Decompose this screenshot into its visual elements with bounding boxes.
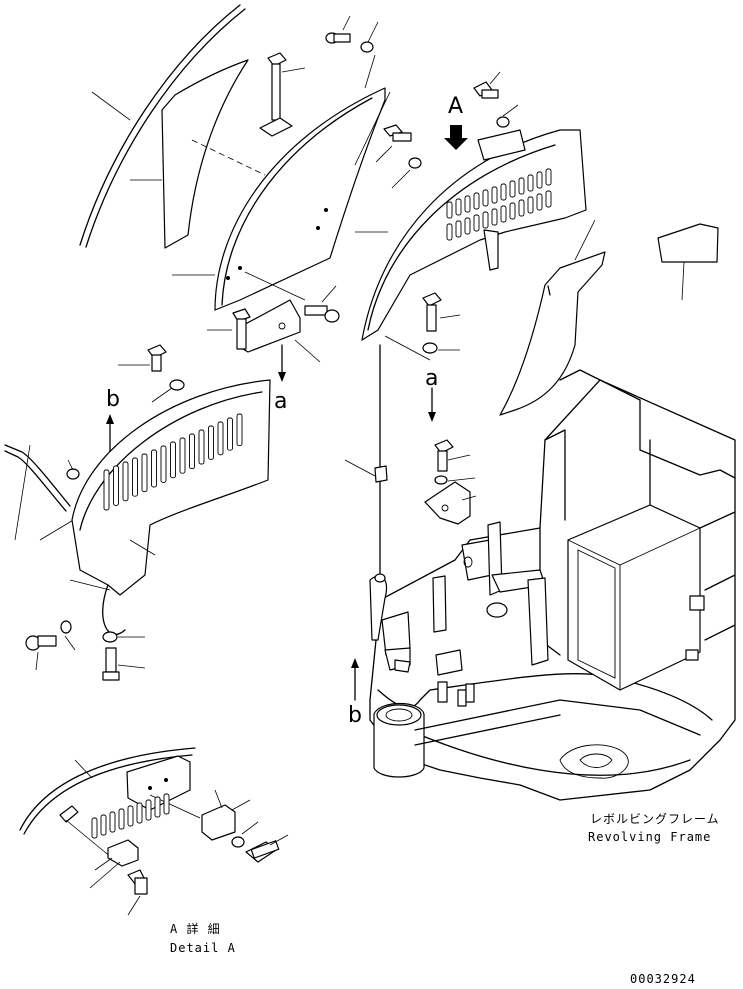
grille-slot (145, 799, 152, 821)
filler-plate-top (130, 59, 266, 249)
grille-slot (500, 205, 507, 223)
grille-slot (236, 413, 243, 447)
grille-slot (160, 445, 167, 483)
bolt-top-2 (325, 15, 351, 44)
grille-slot (536, 193, 543, 211)
arrow-a-left: a (274, 344, 287, 414)
view-a-label: A (448, 94, 463, 119)
bolt-left-bracket (207, 308, 251, 350)
seal-strip-top (79, 4, 246, 248)
grille-slot (170, 441, 176, 479)
grille-slot (154, 796, 161, 818)
grille-slot (141, 453, 148, 493)
cover-top-left (172, 87, 386, 363)
small-plate-right (657, 223, 719, 301)
bolt-bottom-left (25, 620, 76, 671)
washer-lower-center (434, 475, 476, 485)
grille-slot (482, 211, 489, 229)
grille-slot (545, 168, 552, 186)
frame-caption-en: Revolving Frame (588, 830, 711, 844)
grille-slot (464, 217, 471, 235)
drawing-number: 00032924 (630, 972, 696, 986)
grille-slot (189, 433, 195, 470)
grille-slot (227, 417, 233, 451)
grille-slot (527, 174, 534, 192)
grille-slot (91, 817, 98, 839)
washer-center-top (391, 157, 422, 189)
grille-slot (109, 811, 116, 833)
washer-top-2 (360, 21, 379, 53)
arrow-b-bottom-label: b (348, 703, 362, 728)
grille-slots-right (446, 168, 552, 241)
grille-slot (136, 802, 143, 824)
washer-center-mid (422, 342, 460, 354)
grille-slot (127, 805, 134, 827)
grille-slot (473, 192, 480, 210)
detail-a-view (19, 747, 289, 916)
grille-slot (491, 208, 498, 226)
grille-slot (455, 220, 462, 238)
detail-caption-jp: A 詳 細 (170, 921, 221, 936)
grille-slot (527, 196, 534, 214)
washer-bottom-left (102, 631, 145, 643)
grille-slot (208, 425, 214, 460)
arrow-b-bottom: b (348, 658, 362, 728)
grille-slot (446, 223, 453, 241)
arrow-a-left-label: a (274, 389, 287, 414)
grille-slot (118, 808, 125, 830)
grille-slot (163, 793, 170, 815)
grille-slot (509, 202, 516, 220)
grille-slot (113, 465, 119, 506)
grille-slot (217, 421, 224, 456)
bolt-vertical-bottom-left (102, 647, 146, 681)
grille-slot (518, 199, 525, 217)
arrow-b-top-label: b (106, 387, 120, 412)
bolt-top-1 (259, 52, 306, 137)
bolt-top-right (473, 71, 501, 99)
grille-slot (545, 190, 552, 208)
bolt-mid-left (118, 344, 167, 372)
detail-caption-en: Detail A (170, 941, 236, 955)
bolt-center-mid (422, 292, 461, 332)
grille-slot (518, 177, 525, 195)
revolving-frame (369, 369, 736, 801)
arrow-a-right: a (425, 366, 438, 422)
grille-slot (500, 183, 507, 201)
frame-caption-jp: レボルビングフレーム (590, 812, 720, 826)
seal-panel-right (499, 219, 606, 416)
grille-slot (198, 429, 205, 465)
grille-slot (536, 171, 543, 189)
grille-slot (464, 195, 471, 213)
clip-left (66, 459, 80, 480)
grille-slot (491, 186, 498, 204)
grille-slot (482, 189, 489, 207)
washer-top-right (496, 104, 519, 128)
grille-slot (132, 457, 138, 497)
grille-slot (509, 180, 516, 198)
grille-slots-left (103, 413, 243, 511)
grille-slot (103, 469, 110, 511)
bolt-center-top (375, 124, 412, 163)
grille-slot (100, 814, 107, 836)
grille-slot (446, 201, 453, 219)
grille-slot (473, 214, 480, 232)
detail-a-slots (91, 793, 170, 839)
grille-slot (151, 449, 157, 488)
cable-link (344, 344, 388, 576)
bolt-right-bracket (304, 285, 340, 323)
grille-slot (455, 198, 462, 216)
view-arrow-a (444, 125, 468, 150)
arrow-a-right-label: a (425, 366, 438, 391)
washer-mid-left (151, 379, 185, 403)
bolt-lower-center (434, 439, 471, 472)
grille-slot (179, 437, 186, 474)
grille-slot (122, 461, 129, 502)
bracket-lower-center (424, 481, 477, 525)
